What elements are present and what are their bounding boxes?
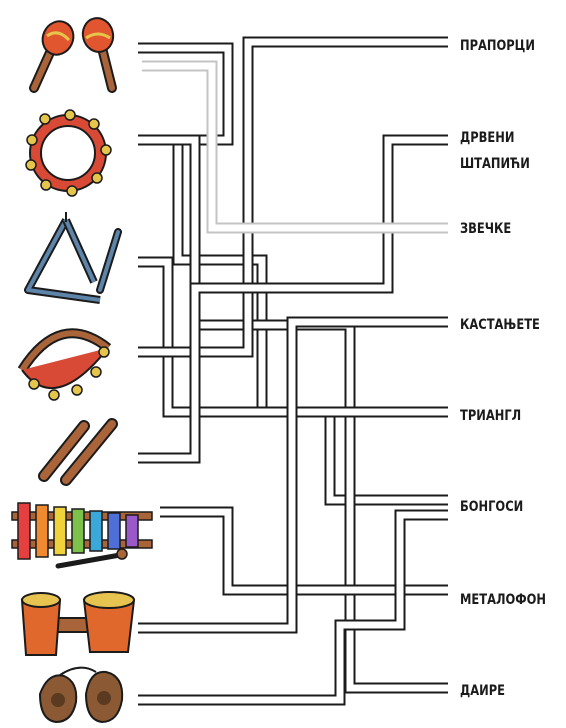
label-zvechke: ЗВЕЧКЕ [460,217,511,241]
xylophone-bar [54,507,66,555]
xylophone-bar [90,511,102,551]
bongos-icon [22,592,134,655]
label-drveni: ДРВЕНИ [460,126,514,150]
xylophone-bar [72,509,84,553]
xylophone-icon [12,503,152,566]
castanets-icon [40,668,122,722]
label-metalofon: МЕТАЛОФОН [460,588,546,612]
xylophone-bar [18,503,30,559]
triangle-icon [28,212,118,300]
label-daire: ДАИРЕ [460,679,505,703]
tambourine-icon [26,110,111,196]
path-jingle [138,42,448,352]
label-praporci: ПРАПОРЦИ [460,34,535,58]
connecting-paths [138,42,448,700]
jingle-stick-icon [22,333,109,400]
xylophone-bar [36,505,48,557]
wooden-sticks-icon [44,424,112,480]
label-kastanjete: КАСТАЊЕТЕ [460,313,540,337]
maracas-icon [34,15,117,88]
xylophone-bar [108,513,120,549]
xylophone-bar [126,515,138,547]
label-shtapici: ШТАПИЋИ [460,152,530,176]
label-bongosi: БОНГОСИ [460,495,523,519]
label-triangl: ТРИАНГЛ [460,404,521,428]
path-rattle-highlight [142,66,448,228]
